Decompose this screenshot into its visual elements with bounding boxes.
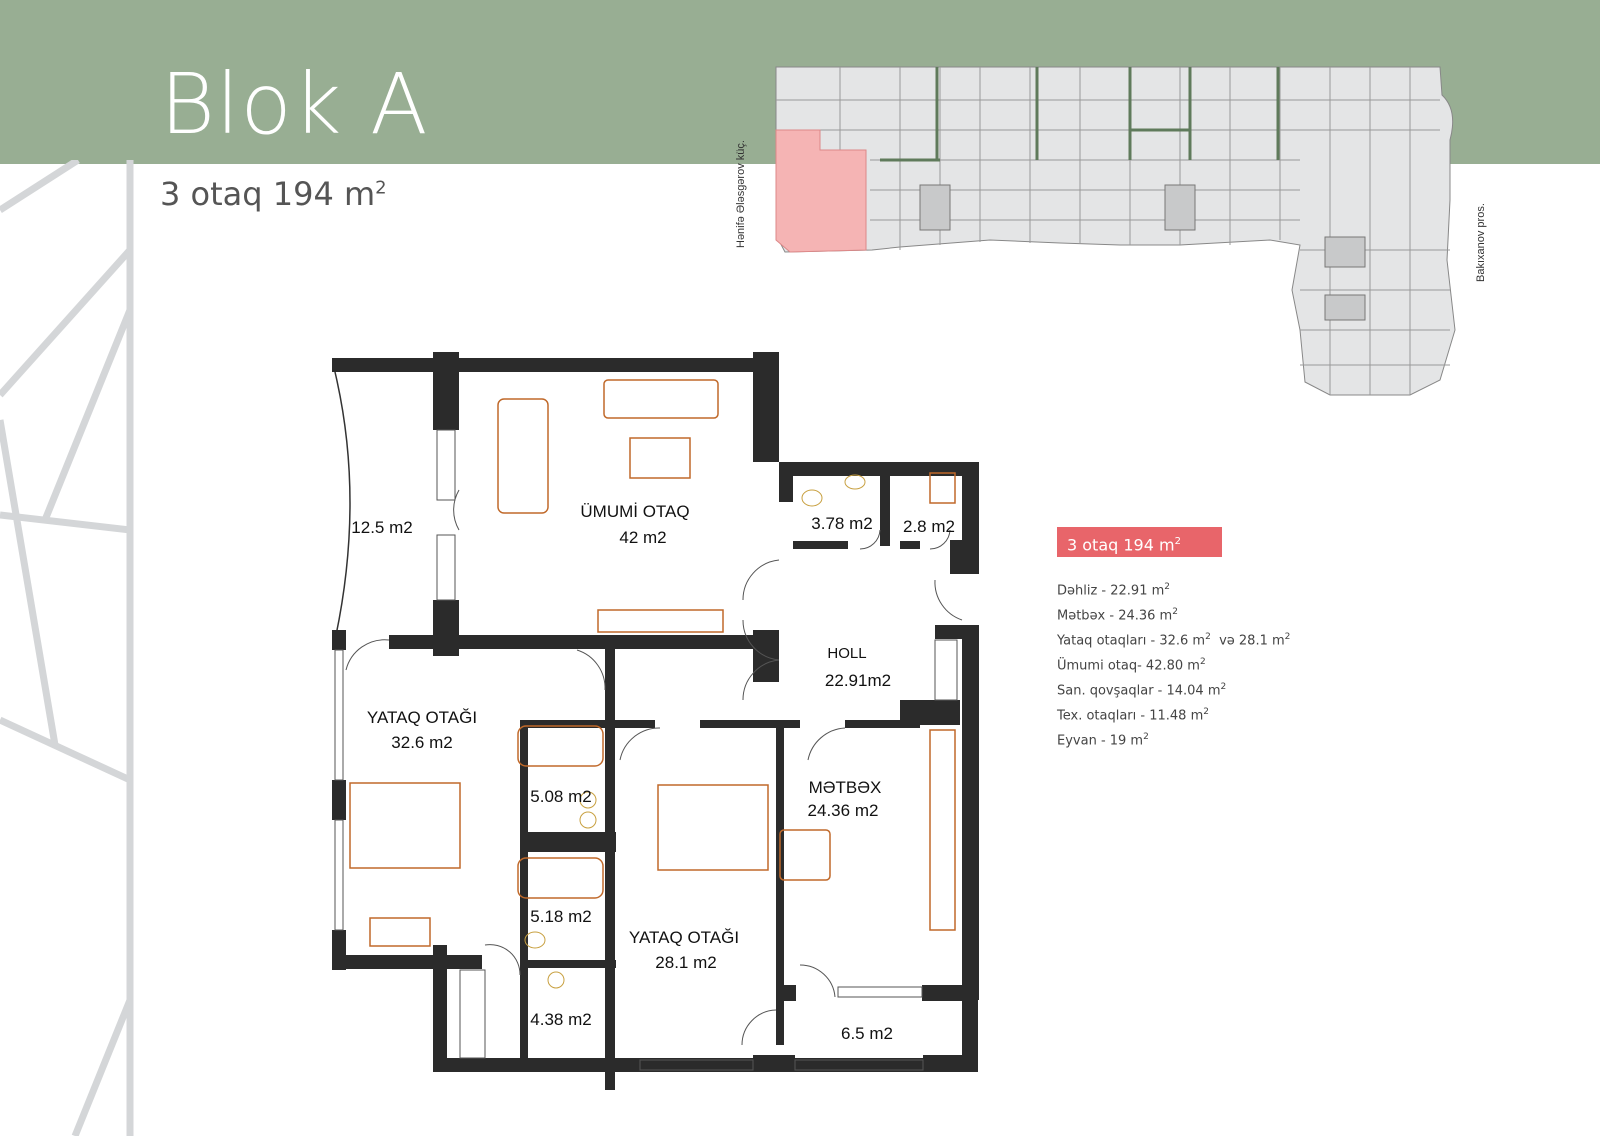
- spec-item-living-room: Ümumi otaq- 42.80 m2: [1057, 650, 1290, 675]
- spec-sup: 2: [1205, 632, 1211, 642]
- spec-item-bathrooms: San. qovşaqlar - 14.04 m2: [1057, 675, 1290, 700]
- area-breakdown-list: Dəhliz - 22.91 m2 Mətbəx - 24.36 m2 Yata…: [1057, 575, 1290, 750]
- room-area-bath-1: 5.08 m2: [530, 787, 592, 806]
- room-area-bedroom-1: 32.6 m2: [391, 733, 453, 752]
- spec-sup: 2: [1199, 657, 1206, 667]
- spec-item-kitchen: Mətbəx - 24.36 m2: [1057, 600, 1290, 625]
- decorative-lines: [0, 160, 134, 1136]
- sofa: [603, 379, 719, 419]
- street-label-left: Hənifə Ələsgərov küç.: [735, 140, 747, 248]
- room-area-bedroom-2: 28.1 m2: [655, 953, 717, 972]
- spec-sup: 2: [1143, 732, 1149, 742]
- room-name-kitchen: MƏTBƏX: [808, 778, 882, 797]
- spec-text: Yataq otaqları - 32.6 m: [1057, 633, 1206, 649]
- spec-text: Eyvan - 19 m: [1057, 733, 1144, 749]
- spec-text: Ümumi otaq- 42.80 m: [1057, 658, 1200, 674]
- room-area-utility: 2.8 m2: [903, 517, 955, 536]
- dresser: [369, 917, 431, 947]
- tv-unit: [597, 609, 724, 633]
- spec-sup: 2: [1220, 682, 1227, 692]
- apartment-subtitle: 3 otaq 194 m2: [160, 175, 387, 213]
- doors: [345, 489, 963, 1046]
- coffee-table: [629, 437, 691, 479]
- room-area-balcony-kitchen: 6.5 m2: [841, 1024, 893, 1043]
- room-name-bedroom-2: YATAQ OTAĞI: [628, 928, 740, 947]
- spec-text: Tex. otaqları - 11.48 m: [1057, 708, 1204, 724]
- room-name-bedroom-1: YATAQ OTAĞI: [366, 708, 478, 727]
- spec-extra: və 28.1 m: [1210, 633, 1285, 649]
- room-area-kitchen: 24.36 m2: [807, 801, 879, 820]
- room-name-living-room: ÜMUMİ OTAQ: [580, 502, 690, 521]
- room-area-hall: 22.91m2: [824, 671, 892, 690]
- room-area-wc: 3.78 m2: [811, 514, 873, 533]
- room-area-living-room: 42 m2: [619, 528, 667, 547]
- subtitle-text: 3 otaq 194 m: [160, 175, 376, 213]
- spec-sup: 2: [1164, 582, 1170, 592]
- bed-1: [349, 782, 461, 869]
- spec-item-bedrooms: Yataq otaqları - 32.6 m2 və 28.1 m2: [1057, 625, 1290, 650]
- spec-text: Mətbəx - 24.36 m: [1057, 608, 1173, 624]
- washer: [929, 472, 956, 504]
- badge-text: 3 otaq 194 m: [1067, 535, 1175, 555]
- bed-2: [657, 784, 769, 871]
- furniture: [349, 379, 956, 947]
- balcony-curve: [334, 371, 351, 641]
- spec-text: San. qovşaqlar - 14.04 m: [1057, 683, 1221, 699]
- kitchen-table: [779, 829, 831, 881]
- spec-item-utility: Tex. otaqları - 11.48 m2: [1057, 700, 1290, 725]
- spec-text: Dəhliz - 22.91 m: [1057, 583, 1165, 599]
- spec-sup: 2: [1172, 607, 1178, 617]
- spec-sup: 2: [1203, 707, 1209, 717]
- spec-extra-sup: 2: [1284, 632, 1291, 642]
- bathtub-1: [517, 725, 604, 767]
- page-title: Blok A: [160, 55, 429, 153]
- street-label-right: Bakıxanov pros.: [1475, 203, 1487, 282]
- subtitle-sup: 2: [375, 177, 387, 199]
- badge-sup: 2: [1174, 536, 1181, 547]
- room-area-closet: 4.38 m2: [530, 1010, 592, 1029]
- room-area-bath-2: 5.18 m2: [530, 907, 592, 926]
- dining-table: [497, 398, 549, 514]
- kitchen-counter: [929, 729, 956, 931]
- summary-badge: 3 otaq 194 m2: [1057, 527, 1222, 557]
- spec-item-balcony: Eyvan - 19 m2: [1057, 725, 1290, 750]
- room-name-hall: HOLL: [827, 645, 867, 662]
- bathtub-2: [517, 857, 604, 899]
- room-area-balcony-living: 12.5 m2: [351, 518, 413, 537]
- spec-item-corridor: Dəhliz - 22.91 m2: [1057, 575, 1290, 600]
